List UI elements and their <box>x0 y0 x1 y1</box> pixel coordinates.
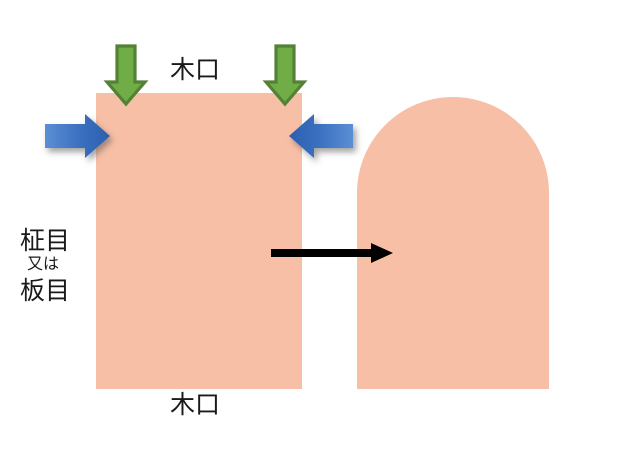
label-grain-masame: 柾目 <box>20 226 71 255</box>
label-grain-conjunction: 又は <box>27 254 60 273</box>
blue-arrow-left <box>289 114 353 158</box>
blue-arrow-right <box>45 114 110 158</box>
wood-block-arch <box>357 97 549 389</box>
green-arrow-down-right <box>262 44 308 107</box>
label-top-end-grain: 木口 <box>170 55 221 84</box>
black-transform-arrow <box>271 243 393 263</box>
green-arrow-down-left <box>103 44 149 107</box>
label-grain-itame: 板目 <box>20 276 71 305</box>
label-bottom-end-grain: 木口 <box>170 390 221 419</box>
wood-block-rect <box>96 93 302 389</box>
